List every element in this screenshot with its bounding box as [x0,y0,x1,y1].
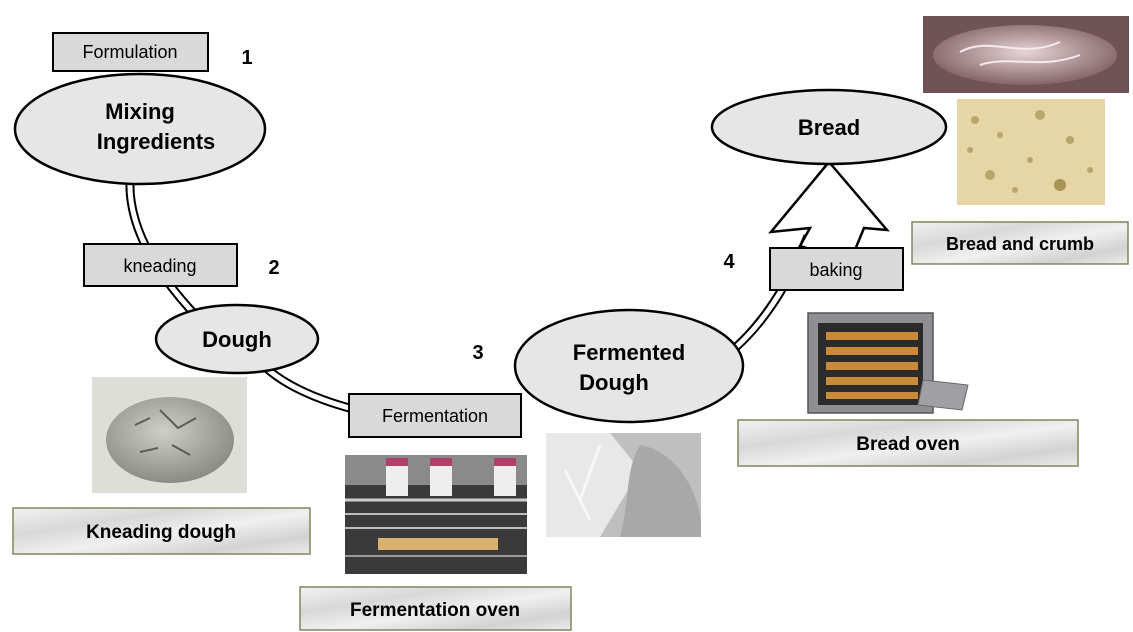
bread-crust-photo [923,16,1129,93]
step-number-1: 1 [241,47,252,69]
bread-crumb-photo [957,99,1105,205]
bread-oven-caption-box [737,419,1079,467]
formulation-label: Formulation [82,42,177,62]
bread-crumb-caption-box [911,221,1129,265]
formulation-box [52,32,209,72]
bread-label: Bread [798,115,860,140]
fermented-dough-ellipse [513,308,745,424]
fermentation-label: Fermentation [382,406,488,426]
kneading-dough-caption-box [12,507,311,555]
dough-label: Dough [202,327,272,352]
kneading-label: kneading [123,256,196,276]
mixing-ingredients-ellipse [13,72,267,186]
bread-crumb-caption: Bread and crumb [946,234,1094,254]
baking-label: baking [809,260,862,280]
step-number-2: 2 [268,257,279,279]
kneaded-dough-photo [92,377,247,493]
mixing-label-line1: Mixing [105,99,175,124]
fermented-label-line2: Dough [579,370,649,395]
mixing-label-line2: Ingredients [97,129,216,154]
baking-box [769,247,904,291]
fermented-dough-photo [546,433,701,537]
bread-ellipse [710,88,948,166]
fermented-label-line1: Fermented [573,340,685,365]
fermentation-oven-caption-box [299,586,572,631]
kneading-dough-caption: Kneading dough [86,522,236,543]
kneading-box [83,243,238,287]
step-number-3: 3 [472,342,483,364]
fermentation-box [348,393,522,438]
fermentation-oven-photo [345,455,527,574]
bread-oven-photo [807,312,969,414]
bread-oven-caption: Bread oven [856,434,959,455]
fermentation-oven-caption: Fermentation oven [350,600,520,621]
step-number-4: 4 [723,251,735,273]
dough-ellipse [154,303,320,375]
